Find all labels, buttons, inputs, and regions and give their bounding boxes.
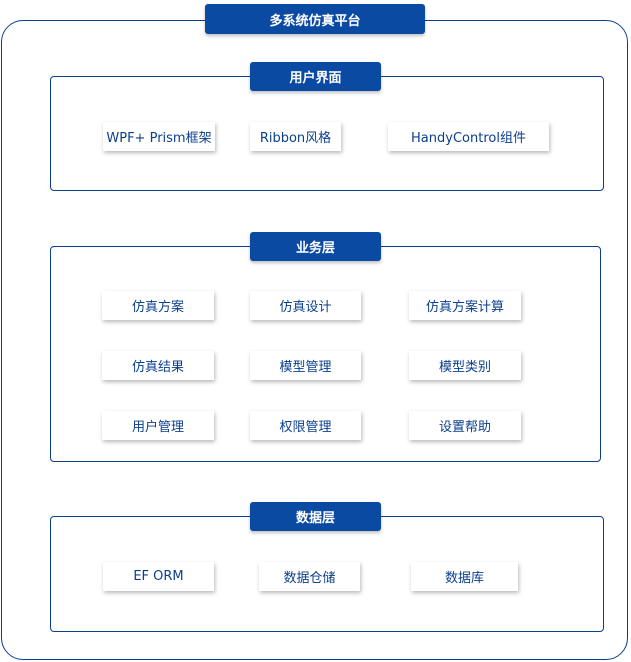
ui-layer-title: 用户界面	[250, 62, 381, 91]
data-item-repository: 数据仓储	[259, 562, 360, 591]
data-layer-title: 数据层	[250, 502, 381, 531]
business-item-settings-help: 设置帮助	[409, 411, 521, 440]
business-item-plan-calculation: 仿真方案计算	[409, 291, 521, 320]
data-item-database: 数据库	[411, 562, 518, 591]
business-item-model-management: 模型管理	[250, 351, 361, 380]
business-item-user-management: 用户管理	[102, 411, 214, 440]
ui-item-handycontrol: HandyControl组件	[388, 122, 549, 151]
ui-item-ribbon: Ribbon风格	[250, 122, 341, 151]
business-item-model-category: 模型类别	[409, 351, 521, 380]
ui-item-wpf-prism: WPF+ Prism框架	[103, 122, 215, 151]
data-item-ef-orm: EF ORM	[103, 562, 214, 591]
business-item-simulation-result: 仿真结果	[102, 351, 214, 380]
platform-title: 多系统仿真平台	[205, 4, 425, 34]
business-item-simulation-plan: 仿真方案	[102, 291, 214, 320]
business-layer-title: 业务层	[250, 232, 381, 261]
business-item-simulation-design: 仿真设计	[250, 291, 361, 320]
business-item-permission-management: 权限管理	[250, 411, 361, 440]
